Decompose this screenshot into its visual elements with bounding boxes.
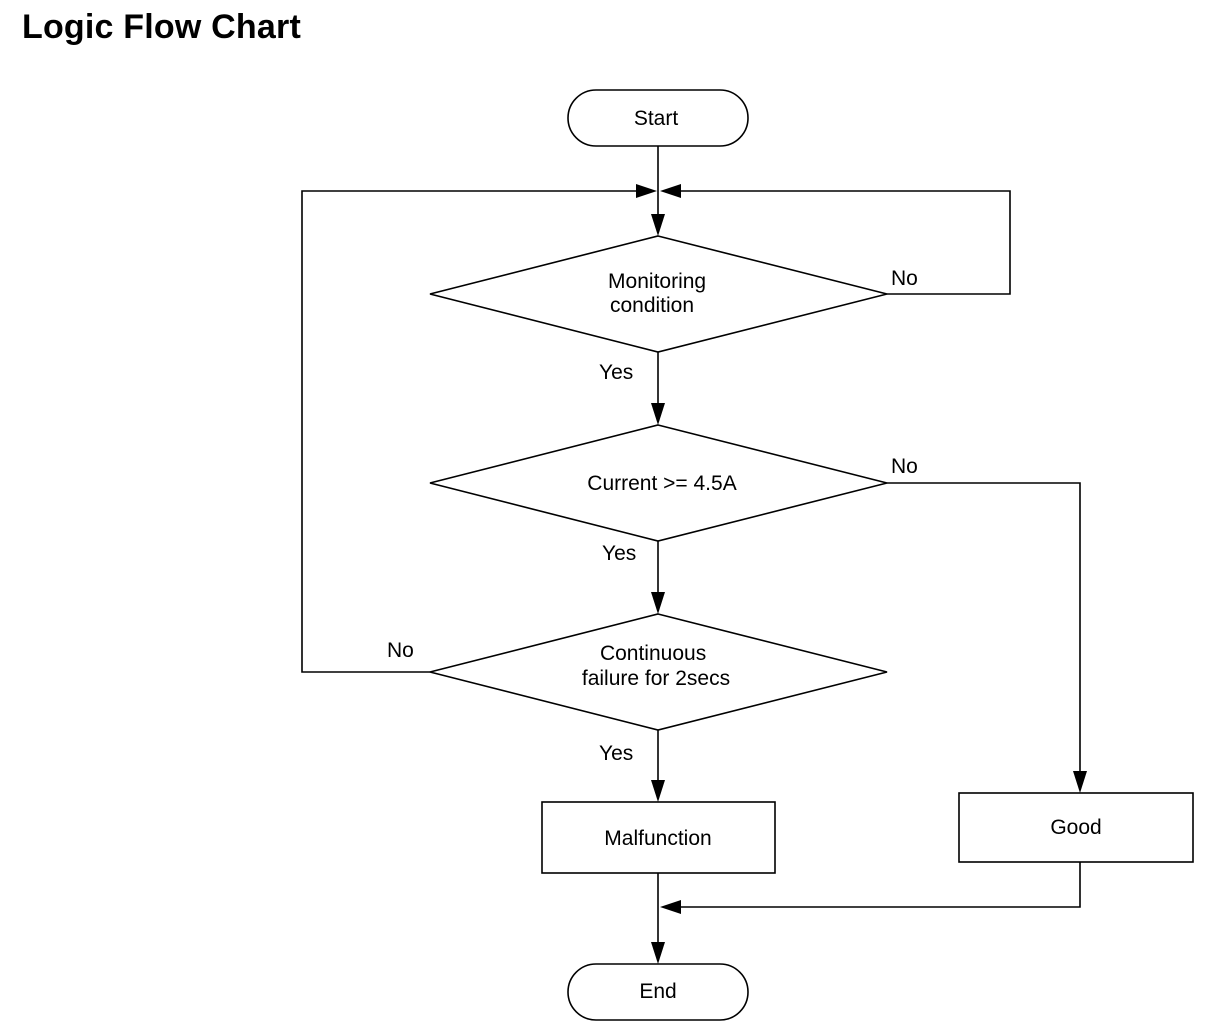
- start-terminal: [567, 89, 749, 147]
- current-yes-label: Yes: [602, 542, 636, 565]
- arrowhead-into-monitoring: [651, 214, 665, 236]
- connector-monitoring-no-loop: [667, 190, 1011, 295]
- monitoring-condition-decision: [429, 235, 888, 353]
- good-label: Good: [1050, 816, 1101, 839]
- connectors: [301, 146, 1081, 953]
- current-no-label: No: [891, 455, 918, 478]
- arrowhead-into-good: [1073, 771, 1087, 793]
- arrowhead-into-current: [651, 403, 665, 425]
- monitoring-condition-label: Monitoring condition: [608, 270, 712, 317]
- monitoring-condition-line-1: Monitoring: [608, 270, 706, 293]
- monitoring-no-label: No: [891, 267, 918, 290]
- continuous-no-label: No: [387, 639, 414, 662]
- monitoring-condition-line-2: condition: [610, 294, 694, 317]
- connector-continuous-no-loop: [301, 190, 650, 673]
- arrowheads: [636, 184, 1087, 964]
- arrowhead-into-end: [651, 942, 665, 964]
- continuous-failure-line-1: Continuous: [600, 642, 706, 665]
- continuous-failure-decision: [429, 613, 888, 731]
- arrowhead-loop-left: [636, 184, 657, 198]
- connector-good-to-end: [668, 862, 1081, 908]
- malfunction-label: Malfunction: [604, 827, 711, 850]
- current-threshold-label: Current >= 4.5A: [587, 472, 736, 495]
- continuous-failure-label: Continuous failure for 2secs: [582, 642, 730, 690]
- arrowhead-into-malfunction: [651, 780, 665, 802]
- connector-current-no-to-good: [887, 482, 1081, 782]
- malfunction-box: [541, 801, 776, 874]
- arrowhead-loop-right: [660, 184, 681, 198]
- start-label: Start: [634, 107, 679, 130]
- end-label: End: [639, 980, 676, 1003]
- monitoring-yes-label: Yes: [599, 361, 633, 384]
- end-terminal: [567, 963, 749, 1021]
- continuous-failure-line-2: failure for 2secs: [582, 667, 730, 690]
- continuous-yes-label: Yes: [599, 742, 633, 765]
- arrowhead-into-continuous: [651, 592, 665, 614]
- page-title: Logic Flow Chart: [22, 8, 301, 46]
- arrowhead-join-to-end: [660, 900, 681, 914]
- current-threshold-decision: [429, 424, 888, 542]
- good-box: [958, 792, 1194, 863]
